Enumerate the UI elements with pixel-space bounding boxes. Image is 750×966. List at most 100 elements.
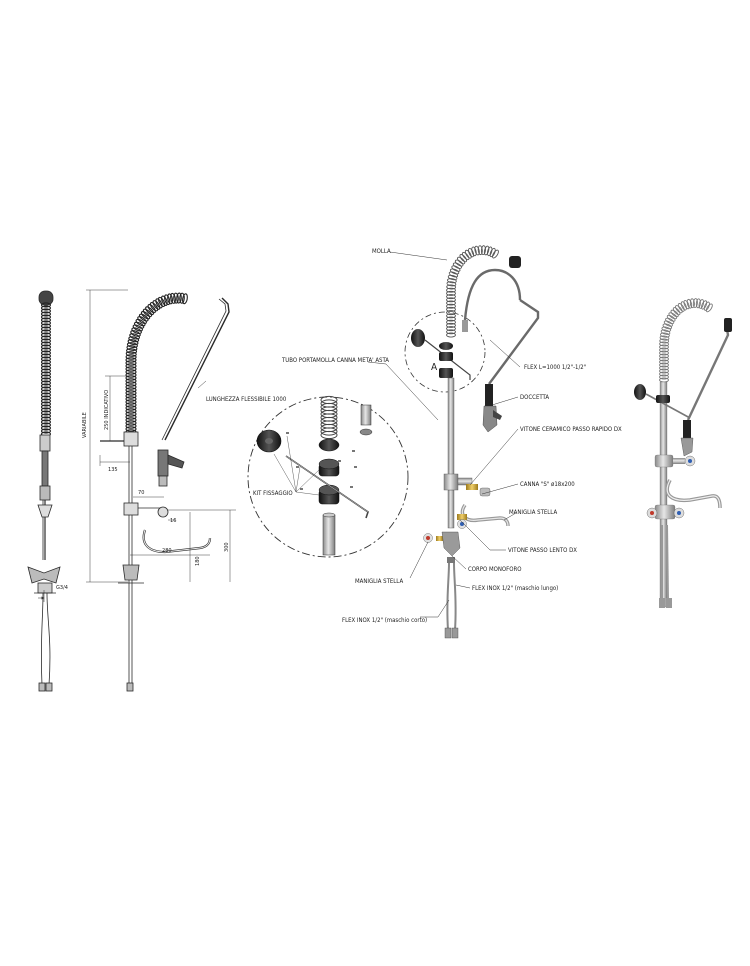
render-mid-valve: [654, 454, 674, 468]
dim-135: 135: [108, 467, 118, 473]
spring-coil: [125, 360, 137, 366]
spring-coil: [670, 309, 679, 318]
spring-coil: [320, 430, 338, 440]
spring-coil: [40, 407, 52, 413]
spring-coil: [149, 302, 159, 312]
label-flex-1000: FLEX L=1000 1/2"-1/2": [524, 364, 586, 371]
render-spout: [665, 479, 722, 509]
spring-coil: [140, 311, 151, 320]
spring-coil: [446, 322, 456, 328]
spring-coil: [40, 332, 52, 338]
side-nut-1: [38, 682, 46, 692]
spring-coil: [125, 426, 137, 432]
spring-coil: [164, 294, 171, 306]
spring-coil: [662, 323, 673, 330]
spring-coil: [701, 300, 708, 310]
detail-view: [247, 395, 409, 558]
detail-a-ring-1: [439, 342, 453, 350]
spring-coil: [659, 368, 669, 374]
render-gun-grip: [683, 420, 691, 438]
spring-coil: [40, 416, 52, 422]
render-base-handle-red-dot: [650, 511, 654, 515]
exploded-handle-blue-dot: [460, 522, 464, 526]
spring-coil: [131, 327, 142, 335]
spring-coil: [483, 245, 490, 256]
spring-coil: [40, 383, 52, 389]
exploded-gun-grip: [485, 384, 493, 406]
spring-coil: [672, 307, 681, 316]
spring-coil: [40, 398, 52, 404]
exploded-riser-mid: [447, 489, 455, 529]
label-doccetta: DOCCETTA: [520, 394, 549, 401]
detail-a-knob: [411, 329, 425, 347]
label-canna-s: CANNA "S" ø18x200: [520, 481, 575, 488]
spring-coil: [125, 366, 137, 372]
spring-coil: [40, 404, 52, 410]
spring-coil: [128, 336, 140, 343]
exploded-handle-red-dot: [426, 536, 430, 540]
front-nozzle: [158, 475, 168, 487]
front-s-spout-shine: [143, 529, 211, 553]
spring-coil: [492, 249, 499, 259]
spring-coil: [160, 295, 168, 306]
detail-spring: [320, 395, 338, 440]
exploded-nut-1: [444, 627, 452, 639]
spring-coil: [659, 347, 669, 353]
side-star-handles: [27, 566, 61, 584]
exploded-riser-top: [447, 377, 455, 479]
spring-coil: [320, 427, 338, 436]
spring-coil: [132, 324, 143, 332]
detail-a-ring-3: [439, 368, 453, 378]
spring-coil: [659, 353, 669, 359]
spring-coil: [447, 274, 458, 281]
front-nut: [126, 682, 134, 692]
spring-coil: [125, 399, 137, 405]
render-mid-arm: [673, 458, 685, 464]
spring-coil: [40, 413, 52, 419]
front-valve-knob: [157, 506, 169, 518]
detail-ring-1: [318, 438, 340, 452]
exploded-tee-arm: [457, 477, 473, 486]
spring-coil: [446, 281, 457, 287]
spring-coil: [659, 365, 669, 371]
side-flex-1: [40, 592, 44, 686]
spring-coil: [454, 259, 464, 267]
spring-coil: [705, 303, 713, 313]
spring-coil: [130, 330, 141, 337]
detail-pipe-top: [322, 512, 336, 518]
spring-coil: [40, 362, 52, 368]
detail-rod-shine: [285, 455, 369, 513]
side-nut-2: [45, 682, 53, 692]
spring-coil: [666, 314, 676, 322]
dim-300: 300: [224, 542, 230, 552]
render-spring: [659, 298, 713, 383]
spring-coil: [137, 316, 147, 324]
render-nut-1: [659, 598, 665, 608]
exploded-flex-arc: [463, 268, 522, 321]
spring-coil: [40, 356, 52, 362]
spring-coil: [40, 428, 52, 434]
front-spray-gun: [157, 449, 169, 477]
render-mid-handle-dot: [688, 459, 692, 463]
spring-coil: [459, 254, 468, 263]
exploded-trigger: [493, 410, 502, 420]
label-flex-lungo: FLEX INOX 1/2" (maschio lungo): [472, 585, 558, 592]
spring-coil: [40, 317, 52, 323]
detail-ring-2-top: [318, 458, 340, 470]
detail-screws: [286, 432, 357, 490]
spring-coil: [40, 419, 52, 425]
spring-coil: [40, 347, 52, 353]
spring-coil: [689, 298, 695, 309]
dim-16: 16: [170, 518, 176, 524]
side-head: [38, 290, 54, 306]
spring-coil: [446, 332, 456, 338]
exploded-nut-2: [451, 627, 459, 639]
detail-circle: [247, 396, 409, 558]
spring-coil: [125, 405, 137, 411]
spring-coil: [155, 298, 163, 309]
spring-coil: [703, 301, 710, 311]
spring-coil: [695, 298, 701, 309]
spring-coil: [125, 402, 137, 408]
spring-coil: [661, 326, 672, 332]
spring-coil: [446, 297, 456, 303]
